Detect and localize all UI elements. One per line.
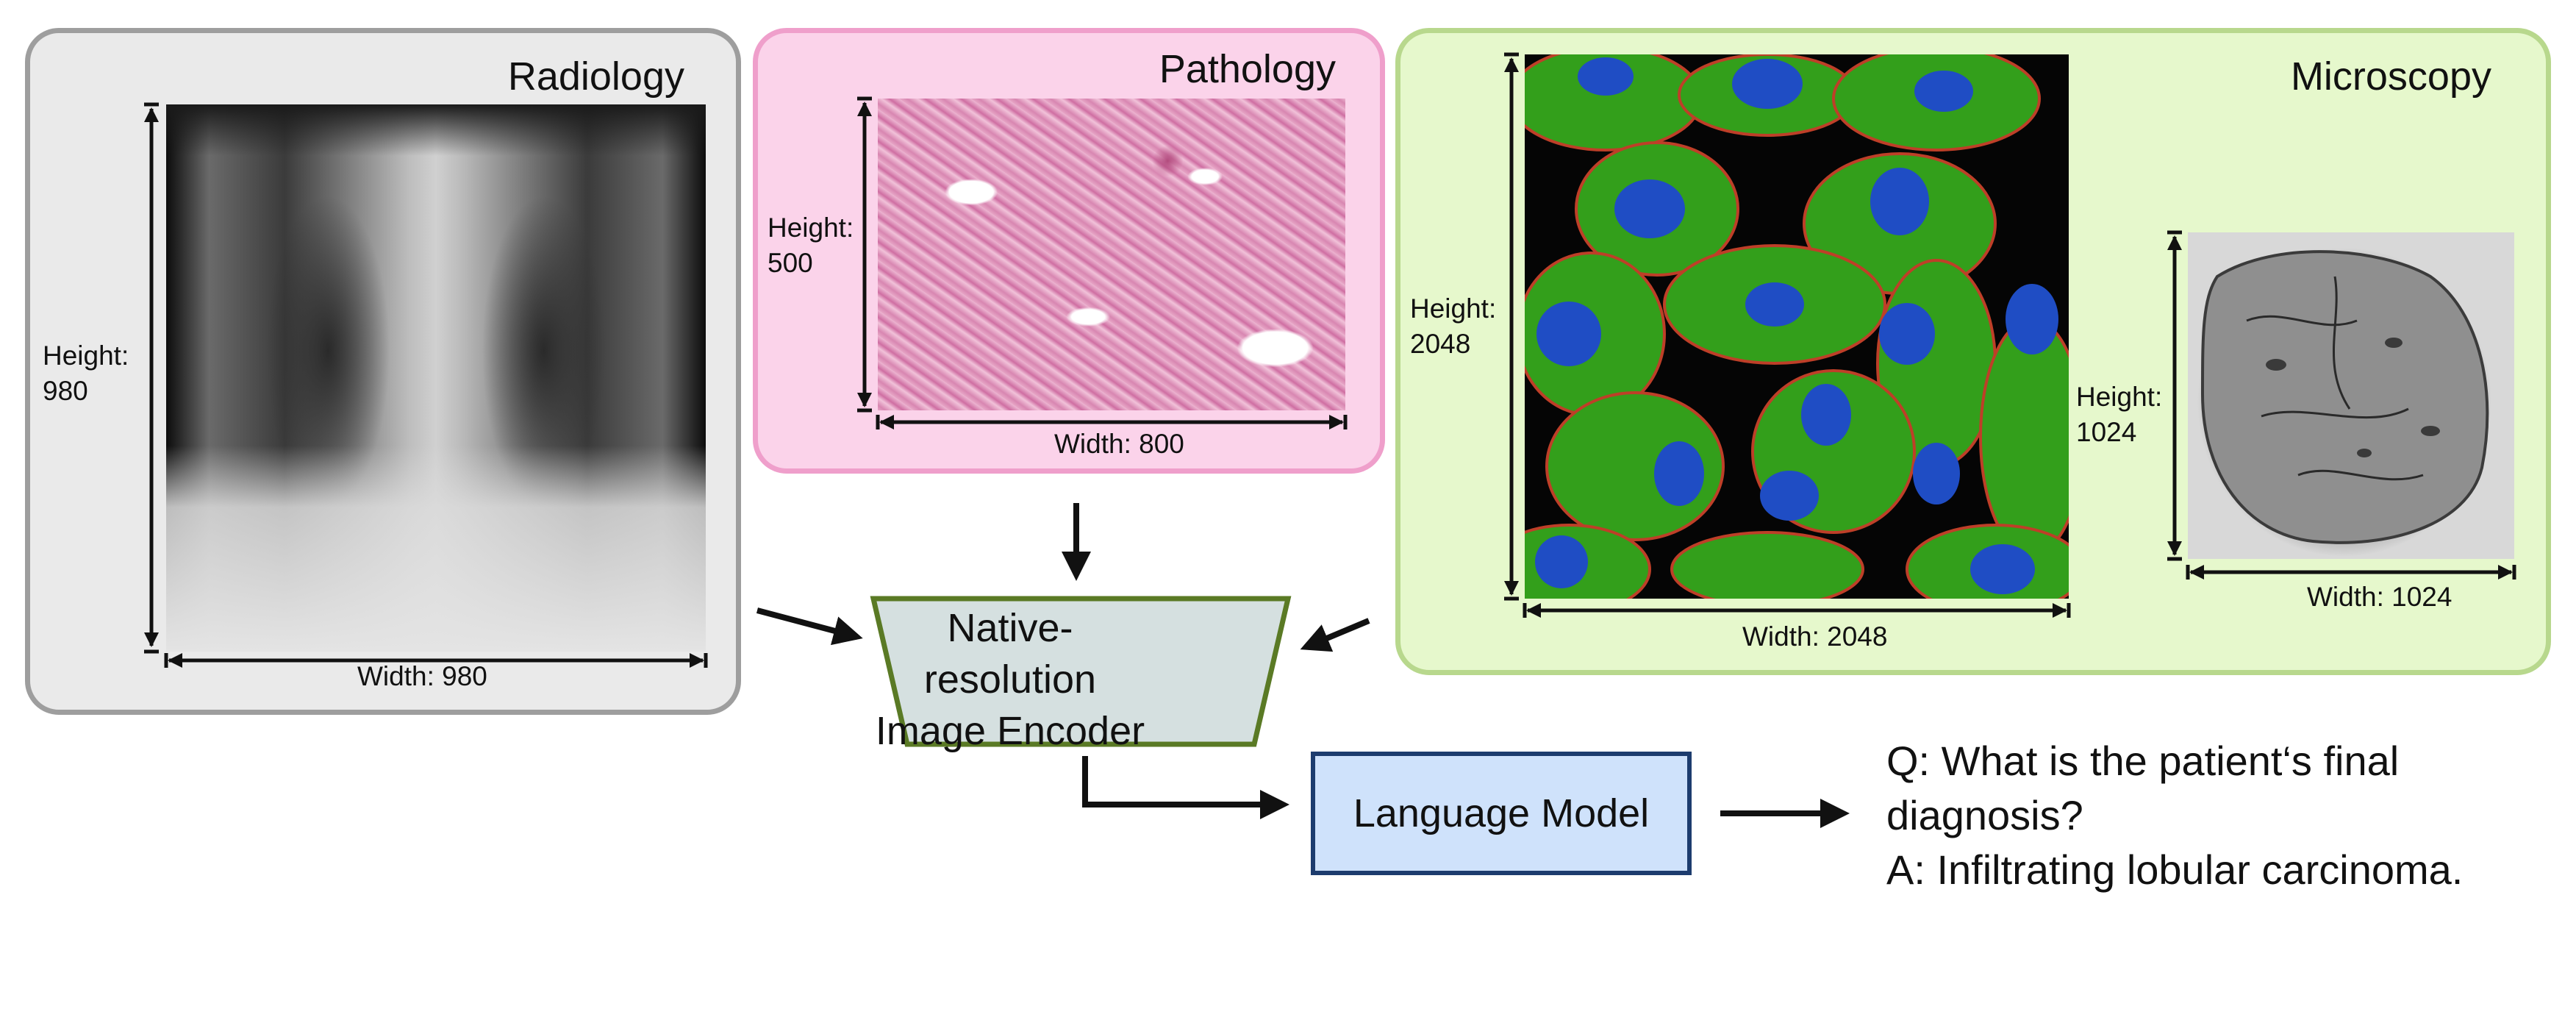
encoder-label-line1: Native-resolution [923,606,1097,702]
pathology-width-label: Width: 800 [1054,429,1184,459]
electron-height-label: Height: 1024 [2076,379,2162,450]
fluorescence-width-label: Width: 2048 [1742,621,1888,652]
radiology-to-encoder-arrow [756,607,863,646]
question-line-2: diagnosis? [1886,792,2083,838]
radiology-dimension-lines [144,102,708,668]
electron-height-text: Height: [2076,382,2163,412]
native-resolution-image-encoder: Native-resolution Image Encoder [873,606,1147,753]
radiology-height-label: Height: 980 [43,338,129,409]
encoder-shape [870,596,1292,747]
pathology-title: Pathology [1159,47,1336,91]
pathology-height-label: Height: 500 [768,210,854,281]
fluorescence-height-value: 2048 [1410,329,1471,359]
language-model-label: Language Model [1353,791,1650,835]
microscopy-title: Microscopy [2290,54,2491,99]
radiology-height-value: 980 [43,376,88,406]
question-line-1: Q: What is the patient‘s final [1886,738,2400,784]
electron-width-label: Width: 1024 [2307,582,2452,612]
microscopy-to-encoder-arrow [1300,618,1370,652]
fluorescence-height-text: Height: [1410,293,1497,324]
electron-height-value: 1024 [2076,417,2137,447]
radiology-title: Radiology [507,54,684,99]
fluorescence-cells-drawing [1525,54,2069,599]
pathology-slide-image [878,99,1345,410]
encoder-to-lm-arrow [1082,756,1289,819]
electron-dimension-lines [2167,230,2516,580]
fluorescence-dimension-lines [1504,52,2071,618]
electron-microscopy-image [2188,232,2514,559]
answer-line: A: Infiltrating lobular carcinoma. [1886,846,2464,893]
language-model-box: Language Model [1311,752,1692,875]
pathology-dimension-lines [857,96,1348,429]
electron-cell-drawing [2200,250,2489,544]
encoder-label-line2: Image Encoder [875,709,1145,753]
fluorescence-cells-image [1525,54,2069,599]
fluorescence-height-label: Height: 2048 [1410,291,1496,362]
pathology-height-text: Height: [768,213,854,243]
pathology-height-value: 500 [768,248,813,278]
chest-xray-image [166,104,706,652]
radiology-height-text: Height: [43,341,129,371]
